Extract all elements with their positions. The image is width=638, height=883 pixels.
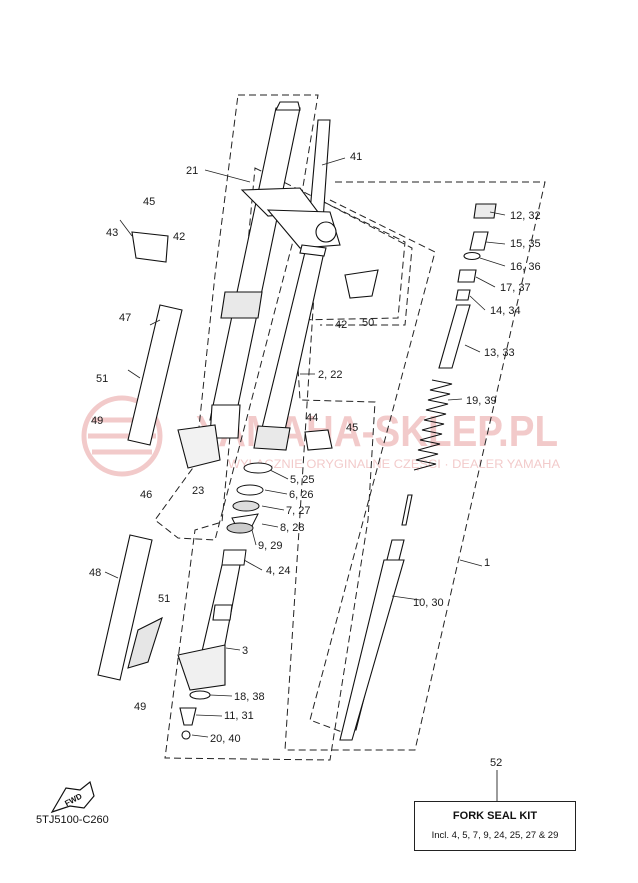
callout-50: 50 [362,317,374,329]
callout-47: 47 [119,312,131,324]
diagram-code: 5TJ5100-C260 [36,814,109,826]
damper-cartridge [339,494,413,741]
kit-contents: Incl. 4, 5, 7, 9, 24, 25, 27 & 29 [431,830,559,841]
bracket-50 [344,269,379,299]
outer-fork-tube [177,101,301,469]
callout-23: 23 [192,485,204,497]
cable-holder-43 [131,231,169,263]
callout-42b: 42 [335,319,347,331]
callout-42a: 42 [173,231,185,243]
callout-5: 5, 25 [290,474,314,486]
kit-title: FORK SEAL KIT [452,810,538,822]
callout-13: 13, 33 [484,347,515,359]
fork-seal-kit-box: FORK SEAL KIT Incl. 4, 5, 7, 9, 24, 25, … [414,801,576,851]
callout-45a: 45 [143,196,155,208]
outer-tube-group-outline [154,94,319,541]
callout-16: 16, 36 [510,261,541,273]
callout-1: 1 [484,557,490,569]
callout-4: 4, 24 [266,565,290,577]
callout-11: 11, 31 [224,710,254,722]
callout-43: 43 [106,227,118,239]
callout-41: 41 [350,151,362,163]
steering-stem [240,119,341,249]
callout-6: 6, 26 [289,489,313,501]
callout-49b: 49 [134,701,146,713]
label-plate-51 [127,616,163,669]
callout-15: 15, 35 [510,238,541,250]
callout-18: 18, 38 [234,691,265,703]
guards-and-clamps [97,231,379,681]
callout-45b: 45 [346,422,358,434]
fork-guard-upper [127,304,183,446]
callout-14: 14, 34 [490,305,521,317]
cartridge-inner-outline [309,199,436,736]
callout-51a: 51 [96,373,108,385]
watermark-sub: WYŁĄCZNIE ORYGINALNE CZĘŚCI · DEALER YAM… [228,458,560,471]
callout-7: 7, 27 [286,505,310,517]
clamp-44 [304,429,333,451]
callout-49a: 49 [91,415,103,427]
callout-20: 20, 40 [210,733,241,745]
fork-guard-lower [97,534,153,681]
fwd-arrow-icon: FWD [50,780,95,814]
callout-labels: 21 41 45 43 42 12, 32 15, 35 16, 36 17, 37 14, 34… [89,151,541,769]
dashed-group-outlines [154,94,546,761]
seal-stack [221,462,273,566]
cartridge-group-outline [284,181,546,751]
callout-48: 48 [89,567,101,579]
fork-spring [413,379,453,471]
callout-44: 44 [306,412,318,424]
callout-2: 2, 22 [318,369,342,381]
callout-3: 3 [242,645,248,657]
callout-8: 8, 28 [280,522,304,534]
callout-52: 52 [490,757,502,769]
watermark-main: YAMAHA-SKLEP.PL [196,407,558,456]
watermark-logo-icon [81,395,163,477]
callout-10: 10, 30 [413,597,444,609]
inner-fork-tube [253,244,327,451]
callout-19: 19, 39 [466,395,497,407]
top-parts [438,203,497,369]
lower-fork-leg [177,564,241,740]
bracket-subgroup-outline [319,199,413,326]
callout-46: 46 [140,489,152,501]
leader-lines [104,157,506,738]
callout-51b: 51 [158,593,170,605]
callout-12: 12, 32 [510,210,541,222]
callout-9: 9, 29 [258,540,282,552]
callout-21: 21 [186,165,198,177]
callout-17: 17, 37 [500,282,531,294]
